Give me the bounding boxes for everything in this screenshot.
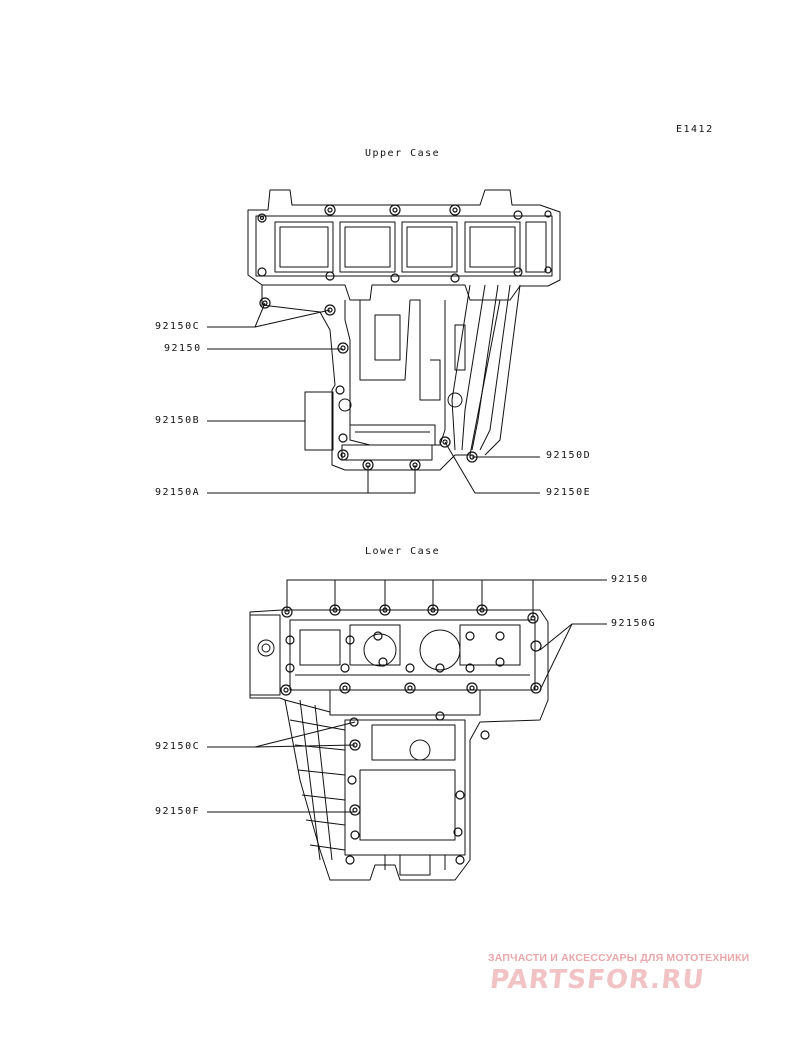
watermark-tagline: ЗАПЧАСТИ И АКСЕССУАРЫ ДЛЯ МОТОТЕХНИКИ [488,952,750,964]
callout-92150d[interactable]: 92150D [546,450,592,461]
upper-case-leaders [207,302,540,494]
callout-92150a[interactable]: 92150A [155,487,201,498]
lower-case-bolts [280,604,542,865]
upper-case-title: Upper Case [365,148,441,159]
lower-case-leaders [207,579,607,813]
callout-92150c-upper[interactable]: 92150C [155,321,201,332]
callout-92150f[interactable]: 92150F [155,806,201,817]
upper-case-bolts [257,204,552,471]
callout-92150g[interactable]: 92150G [611,618,657,629]
callout-92150b[interactable]: 92150B [155,415,201,426]
callout-92150c-lower[interactable]: 92150C [155,741,201,752]
diagram-id: E1412 [676,124,714,135]
watermark-logo: PARTSFOR.RU [488,965,707,995]
callout-92150-lower[interactable]: 92150 [611,574,649,585]
lower-case-title: Lower Case [365,546,441,557]
lower-case-drawing [249,609,549,881]
upper-case-drawing [247,189,561,471]
callout-92150-upper[interactable]: 92150 [164,343,202,354]
callout-92150e[interactable]: 92150E [546,487,592,498]
